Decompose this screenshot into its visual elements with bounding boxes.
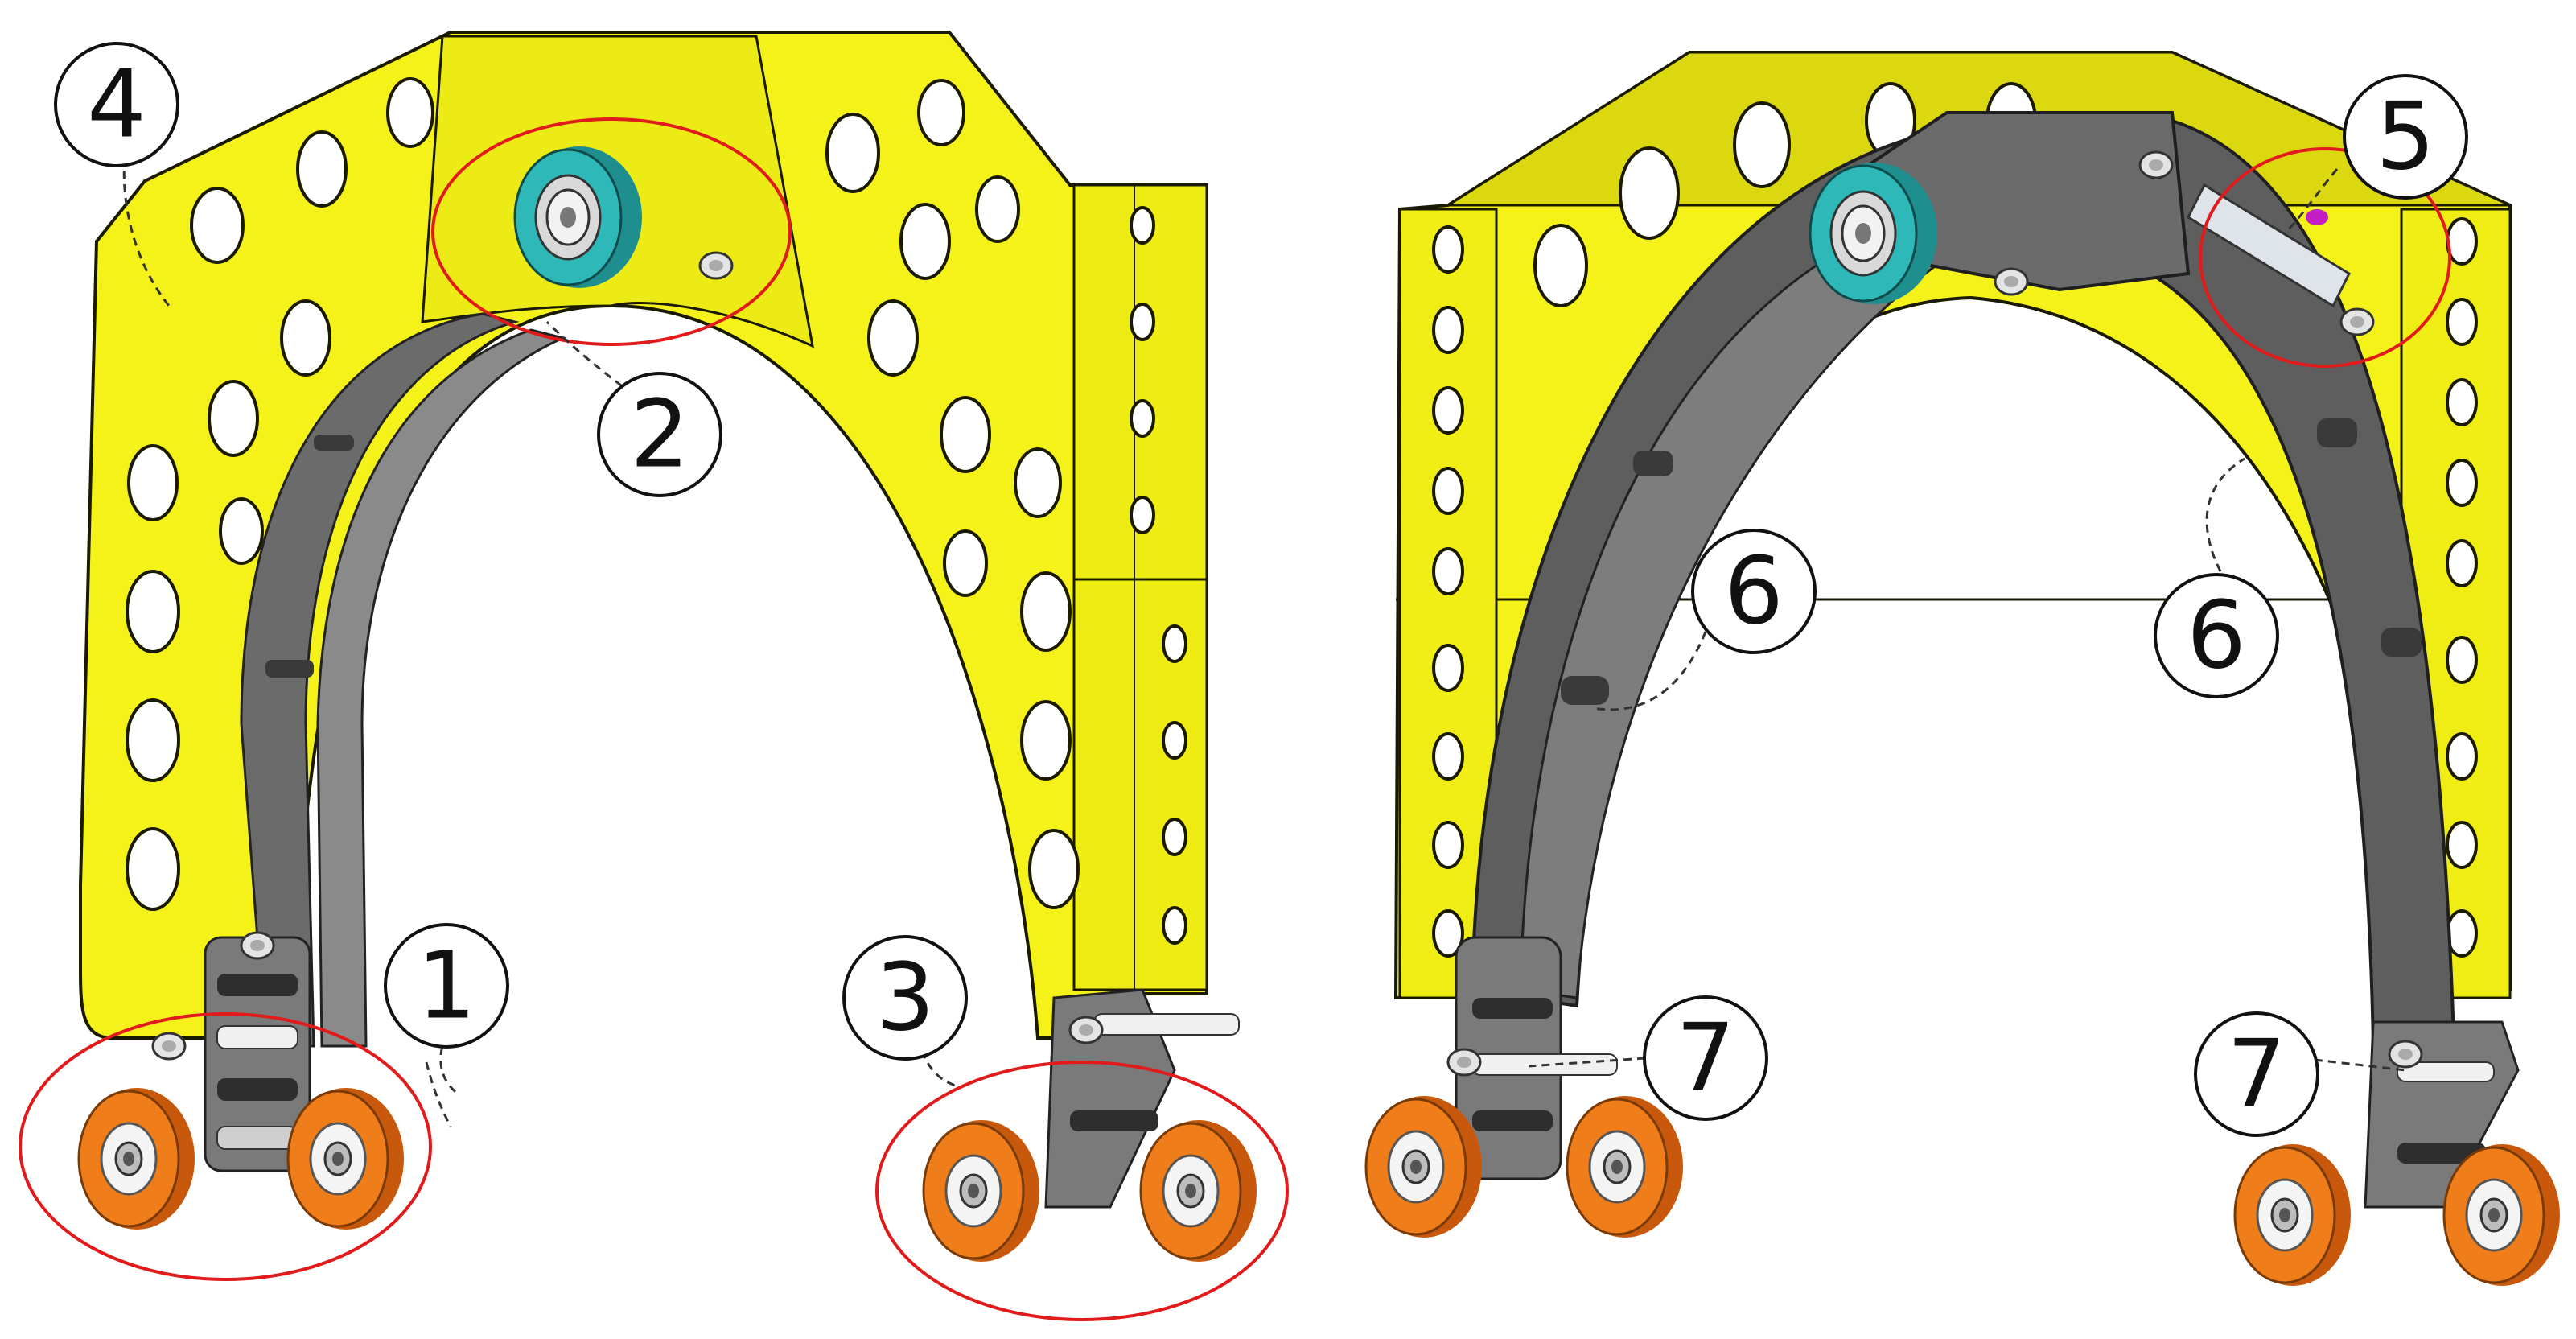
left-wheel-c [922,1119,1041,1263]
callout-7b-label: 7 [2227,1020,2286,1129]
callout-5: 5 [2343,74,2468,200]
left-assembly [19,31,1289,1321]
callout-2: 2 [597,372,722,497]
callout-6b: 6 [2154,573,2279,698]
right-wheel-b [1566,1094,1685,1239]
callout-1-label: 1 [417,932,476,1040]
callout-1: 1 [384,923,509,1049]
right-wheel-highlight [875,1061,1289,1321]
left-wheel-b [286,1086,405,1231]
left-wheel-bracket-1 [151,931,311,1172]
callout-6a-label: 6 [1724,538,1784,646]
right-top-bearing [1809,161,1939,306]
callout-7a: 7 [1643,995,1768,1121]
left-frame-holes [126,77,1187,945]
callout-6b-label: 6 [2187,582,2246,690]
left-wheel-a [77,1086,196,1231]
left-top-bearing [513,145,644,290]
actuator-highlight [2199,147,2451,368]
right-assembly [1364,51,2562,1288]
right-wheel-bracket-right [2364,1020,2520,1209]
right-wheel-a [1364,1094,1483,1239]
left-bearing-highlight [431,117,792,346]
left-wheel-highlight [19,1012,432,1281]
callout-7a-label: 7 [1676,1004,1735,1113]
left-wheel-d [1139,1119,1258,1263]
callout-4: 4 [54,42,179,167]
right-arc-spacers [1561,418,2422,705]
callout-3: 3 [842,935,968,1061]
left-inner-arc [316,328,567,1048]
right-wheel-c [2233,1143,2352,1288]
right-actuator [2187,183,2375,336]
callout-3-label: 3 [875,944,935,1053]
left-wheel-bracket-3 [1044,988,1240,1209]
right-wheel-d [2442,1143,2562,1288]
callout-5-label: 5 [2376,83,2435,192]
callout-7b: 7 [2194,1011,2319,1137]
callout-2-label: 2 [630,381,689,489]
left-yellow-frame [79,31,1208,1040]
callout-4-label: 4 [87,51,146,159]
callout-6a: 6 [1691,529,1817,654]
left-arc-spacers [265,435,354,678]
right-wheel-bracket-left [1446,936,1618,1180]
